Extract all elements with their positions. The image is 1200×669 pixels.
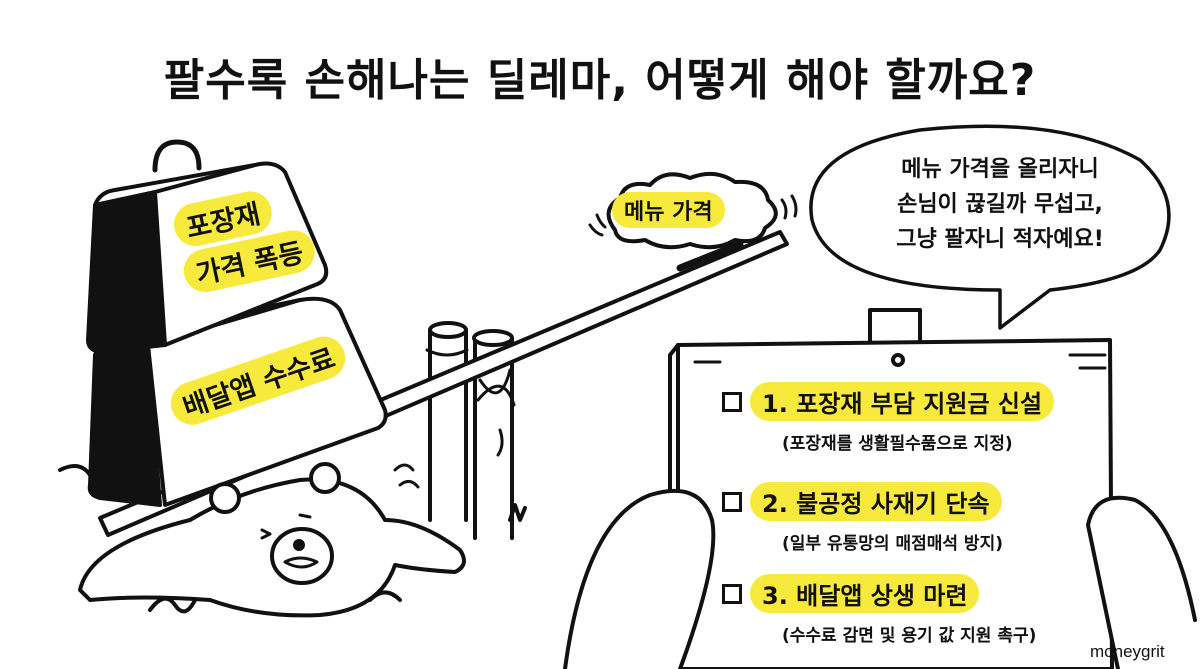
bear-paws-icon bbox=[563, 488, 1197, 669]
checklist-item-title: 1. 포장재 부담 지원금 신설 bbox=[750, 382, 1055, 421]
bubble-line: 메뉴 가격을 올리자니 bbox=[901, 157, 1099, 182]
checklist-item-title: 2. 불공정 사재기 단속 bbox=[750, 482, 1002, 521]
checklist-item-title: 3. 배달앱 상생 마련 bbox=[750, 574, 980, 613]
watermark: moneygrit bbox=[1090, 642, 1165, 661]
checklist-item-detail: (일부 유통망의 매점매석 방지) bbox=[782, 534, 1003, 554]
bubble-line: 손님이 끊길까 무섭고, bbox=[897, 192, 1103, 217]
checklist-item: 1. 포장재 부담 지원금 신설 (포장재를 생활필수품으로 지정) bbox=[722, 382, 1142, 454]
bear-icon bbox=[78, 462, 466, 618]
menu-price-label: 메뉴 가격 bbox=[612, 192, 725, 228]
bubble-line: 그냥 팔자니 적자예요! bbox=[896, 227, 1104, 252]
page-title: 팔수록 손해나는 딜레마, 어떻게 해야 할까요? bbox=[163, 55, 1037, 106]
checkbox-icon[interactable] bbox=[722, 583, 742, 604]
checklist-item-detail: (포장재를 생활필수품으로 지정) bbox=[782, 434, 1013, 454]
checklist-item: 3. 배달앱 상생 마련 (수수료 감면 및 용기 값 지원 촉구) bbox=[722, 574, 1142, 646]
checklist-item-detail: (수수료 감면 및 용기 값 지원 촉구) bbox=[782, 626, 1037, 646]
checklist-item: 2. 불공정 사재기 단속 (일부 유통망의 매점매석 방지) bbox=[722, 482, 1142, 554]
speech-bubble-text: 메뉴 가격을 올리자니 손님이 끊길까 무섭고, 그냥 팔자니 적자예요! bbox=[850, 152, 1150, 257]
checkbox-icon[interactable] bbox=[722, 391, 742, 412]
speech-bubble-icon bbox=[809, 124, 1171, 330]
checkbox-icon[interactable] bbox=[722, 491, 742, 512]
cloud-label: 메뉴 가격 bbox=[612, 192, 725, 228]
